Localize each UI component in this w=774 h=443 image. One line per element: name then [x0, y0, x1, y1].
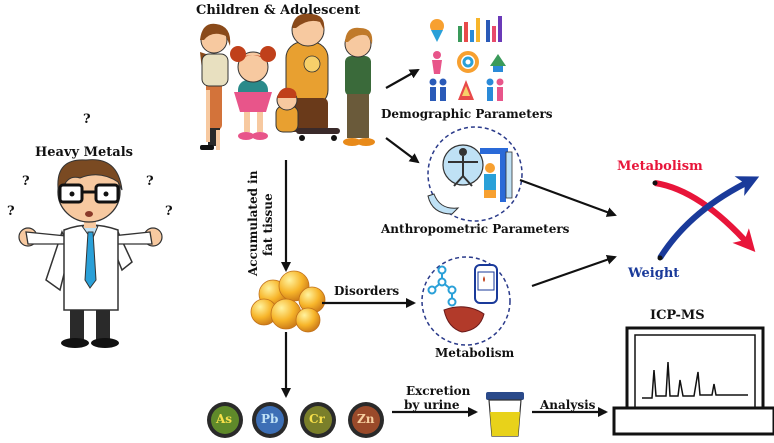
question-mark-left-1: ?: [22, 174, 30, 189]
children-label: Children & Adolescent: [196, 3, 361, 18]
anthropometric-label: Anthropometric Parameters: [381, 222, 570, 236]
question-mark-right-2: ?: [165, 204, 173, 219]
accumulated-label-line2: fat tissue: [261, 193, 275, 256]
heavy-metals-label: Heavy Metals: [35, 145, 133, 160]
question-mark-top: ?: [83, 112, 91, 127]
weight-curve-label: Weight: [628, 266, 680, 281]
metal-zn-symbol: Zn: [357, 412, 375, 426]
anthropometric-icon: [427, 126, 523, 222]
children-illustration: [200, 13, 375, 150]
metal-as-symbol: As: [216, 412, 233, 426]
accumulated-label-line1: Accumulated in: [246, 170, 260, 276]
question-mark-right-1: ?: [146, 174, 154, 189]
metabolism-weight-arrows: [652, 176, 760, 261]
excretion-label-line2: by urine: [404, 398, 460, 412]
excretion-label-line1: Excretion: [406, 384, 471, 398]
demographic-icons: [429, 16, 506, 101]
disorders-label: Disorders: [334, 284, 400, 298]
metabolism-icon: [421, 256, 511, 346]
flow-arrows: [281, 69, 617, 417]
icpms-label: ICP-MS: [650, 308, 705, 323]
fat-cells: [250, 270, 326, 333]
metabolism-label: Metabolism: [435, 346, 515, 360]
icpms-instrument: [612, 326, 774, 436]
scientist-figure: [18, 159, 163, 348]
metal-coins: [207, 402, 384, 438]
question-mark-left-2: ?: [7, 204, 15, 219]
metal-cr-symbol: Cr: [309, 412, 325, 426]
metabolism-curve-label: Metabolism: [617, 159, 703, 174]
analysis-label: Analysis: [540, 398, 596, 412]
urine-cup: [486, 392, 524, 437]
metal-pb-symbol: Pb: [261, 412, 279, 426]
demographic-label: Demographic Parameters: [381, 107, 553, 121]
